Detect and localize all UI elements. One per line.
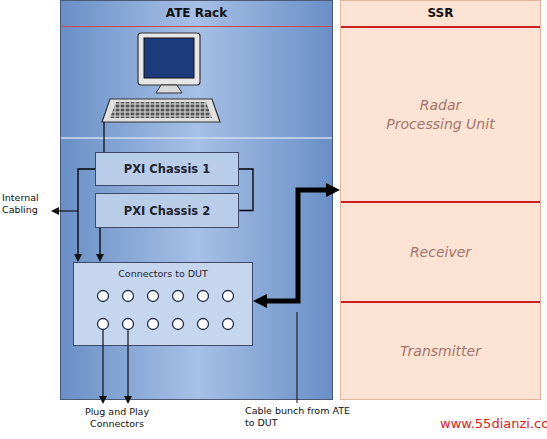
- cable-bunch-arrow: [263, 190, 330, 301]
- node-text: PXI Chassis 2: [124, 204, 210, 218]
- node-text: ATE Rack: [61, 1, 332, 27]
- cable-arrow: [78, 169, 95, 256]
- watermark: www.55dianzi.com: [440, 418, 547, 430]
- node-text: Connectors to DUT: [74, 263, 252, 279]
- note-label: Plug and Play Connectors: [74, 406, 160, 430]
- rack-divider: [61, 137, 332, 139]
- cable-line: [239, 169, 253, 211]
- node-text: PXI Chassis 1: [124, 162, 210, 176]
- unit-band: Receiver: [341, 201, 540, 301]
- rack-box: ATE RackPXI Chassis 1 PXI Chassis 2 Connec…: [60, 0, 333, 400]
- leader-arrow: [57, 210, 78, 211]
- chassis-box: PXI Chassis 1: [95, 152, 239, 186]
- node-text: SSR: [341, 1, 540, 27]
- unit-band: Radar Processing Unit: [341, 26, 540, 201]
- leader-line: [297, 312, 298, 403]
- node-text: Transmitter: [386, 342, 496, 361]
- leader-arrow: [102, 330, 103, 398]
- node-text: Radar Processing Unit: [386, 96, 496, 134]
- ssr-box: SSR Radar Processing UnitReceiverTransmit…: [340, 0, 541, 400]
- connector-sockets: [98, 291, 234, 330]
- note-label: Internal Cabling: [2, 192, 57, 216]
- computer-illustration: [102, 33, 220, 122]
- note-label: Cable bunch from ATE to DUT: [245, 405, 357, 429]
- computer-cable: [103, 122, 104, 152]
- cable-arrow: [99, 228, 100, 256]
- connector-panel: Connectors to DUT: [73, 262, 253, 346]
- unit-band: Transmitter: [341, 301, 540, 400]
- leader-arrow: [127, 330, 128, 398]
- chassis-box: PXI Chassis 2: [95, 193, 239, 228]
- node-text: Receiver: [386, 243, 496, 262]
